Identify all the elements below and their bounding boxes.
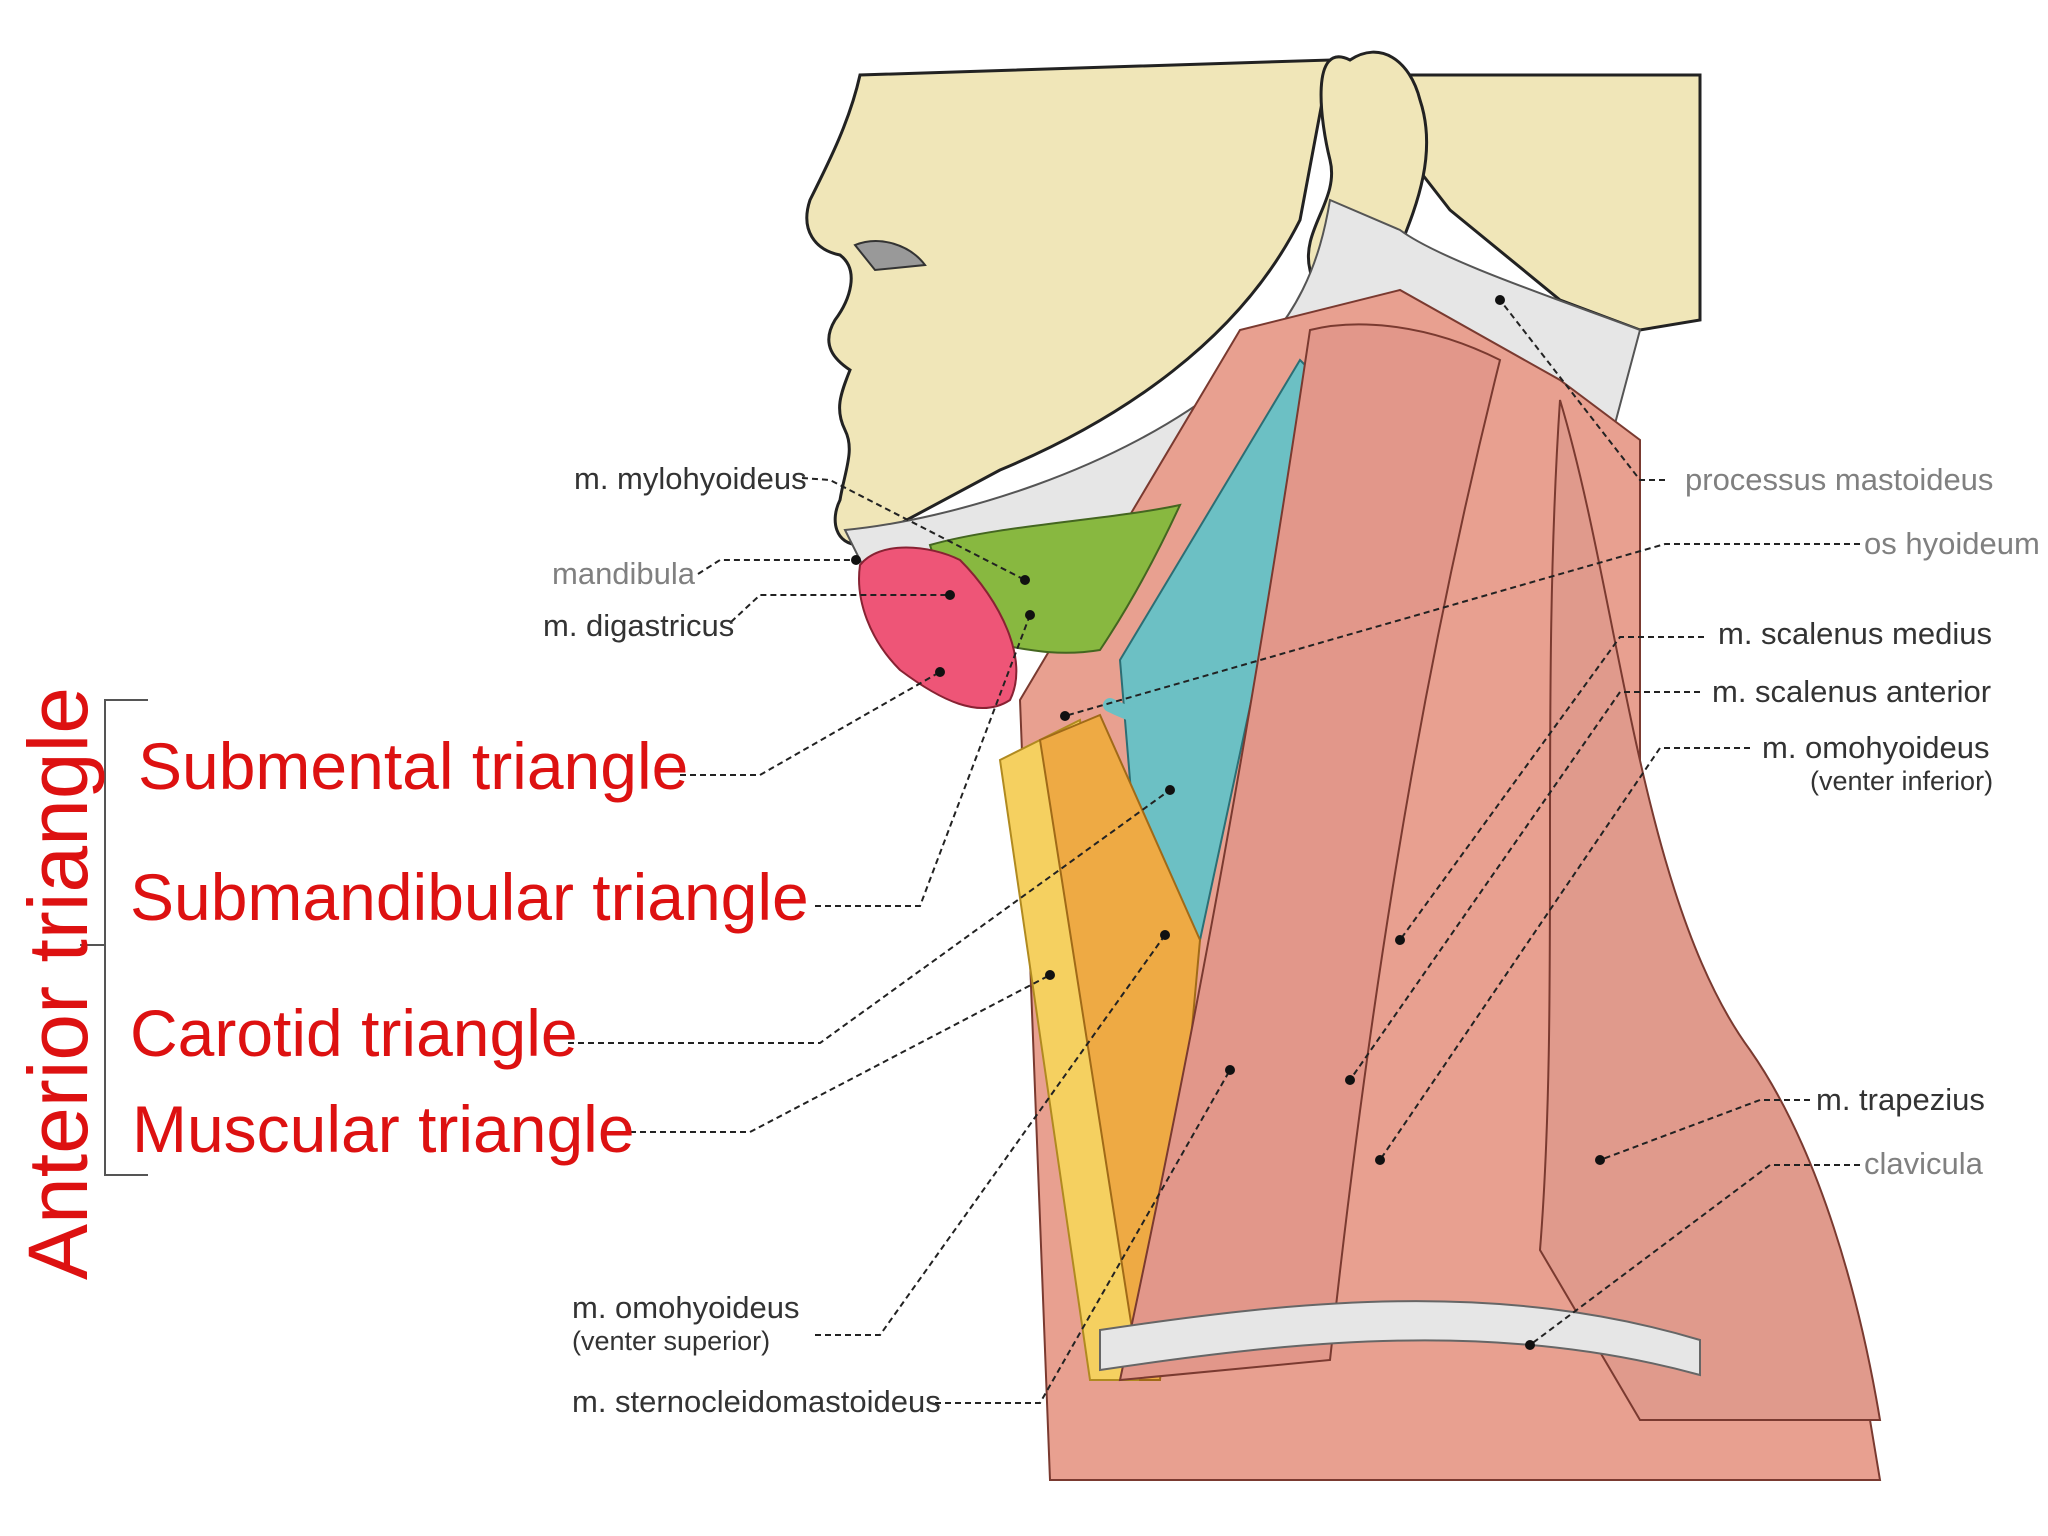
leader-os-hyoideum xyxy=(1064,543,1860,717)
carotid-triangle-label: Carotid triangle xyxy=(130,996,578,1070)
dot-omohyoideus-inf xyxy=(1375,1155,1385,1165)
leader-scalenus-anterior xyxy=(1349,691,1700,1081)
leader-trapezius xyxy=(1599,1099,1810,1161)
clavicula-label: clavicula xyxy=(1864,1146,1983,1181)
submandibular-triangle-label: Submandibular triangle xyxy=(130,860,809,934)
anterior-triangle-bracket xyxy=(80,699,148,1176)
leader-digastricus xyxy=(730,594,950,623)
leader-submandibular xyxy=(815,614,1031,907)
processus-mastoideus-label: processus mastoideus xyxy=(1685,462,1994,497)
muscular-triangle-label: Muscular triangle xyxy=(132,1092,635,1166)
dot-trapezius xyxy=(1595,1155,1605,1165)
nostril xyxy=(853,240,927,272)
os-hyoideum-label: os hyoideum xyxy=(1864,526,2040,561)
dot-sternocleido xyxy=(1225,1065,1235,1075)
face-profile xyxy=(805,58,1332,547)
mylohyoideus-label: m. mylohyoideus xyxy=(574,461,807,496)
dot-submandibular xyxy=(1025,610,1035,620)
hyoid-bone xyxy=(1103,698,1217,742)
sternocleidomastoid-muscle xyxy=(1118,323,1502,1382)
leader-scalenus-medius xyxy=(1399,636,1704,941)
dot-mylohyoideus xyxy=(1020,575,1030,585)
leader-omohyoideus-inf xyxy=(1379,747,1750,1161)
submental-triangle-label: Submental triangle xyxy=(138,729,689,803)
clavicle-band xyxy=(1099,1300,1701,1377)
dot-submental xyxy=(935,667,945,677)
dot-mandibula xyxy=(851,555,861,565)
anterior-triangle-label: Anterior triangle xyxy=(11,687,105,1280)
mandibula-label: mandibula xyxy=(552,556,696,591)
dot-omohyoideus-sup xyxy=(1160,930,1170,940)
dot-muscular xyxy=(1045,970,1055,980)
dot-os-hyoideum xyxy=(1060,711,1070,721)
dot-digastricus xyxy=(945,590,955,600)
dot-carotid xyxy=(1165,785,1175,795)
trapezius-muscle xyxy=(1538,399,1882,1421)
omohyoideus-superior-label: m. omohyoideus xyxy=(572,1290,800,1325)
leader-muscular xyxy=(620,974,1051,1133)
scalenus-medius-label: m. scalenus medius xyxy=(1718,616,1992,651)
digastricus-label: m. digastricus xyxy=(543,608,735,643)
leader-sternocleido xyxy=(935,1069,1231,1404)
dot-scalenus-medius xyxy=(1395,935,1405,945)
leader-submental xyxy=(680,671,941,776)
sternocleidomastoideus-label: m. sternocleidomastoideus xyxy=(572,1384,941,1419)
digastric-region xyxy=(858,546,1018,709)
omohyoideus-inferior-label: m. omohyoideus xyxy=(1762,730,1990,765)
leader-dots xyxy=(851,295,1605,1350)
trapezius-label: m. trapezius xyxy=(1816,1082,1985,1117)
dot-processus xyxy=(1495,295,1505,305)
omohyoideus-inferior-sublabel: (venter inferior) xyxy=(1810,766,1994,796)
leader-carotid xyxy=(568,789,1171,1044)
leader-lines xyxy=(568,299,1860,1404)
leader-omohyoideus-sup xyxy=(815,934,1166,1336)
leader-mylohyoideus xyxy=(801,477,1026,581)
leader-mandibula xyxy=(697,559,856,575)
dot-scalenus-anterior xyxy=(1345,1075,1355,1085)
omohyoideus-superior-sublabel: (venter superior) xyxy=(572,1326,771,1356)
leader-clavicula xyxy=(1529,1164,1860,1346)
scalenus-anterior-label: m. scalenus anterior xyxy=(1712,674,1992,709)
dot-clavicula xyxy=(1525,1340,1535,1350)
leader-processus xyxy=(1499,299,1665,481)
